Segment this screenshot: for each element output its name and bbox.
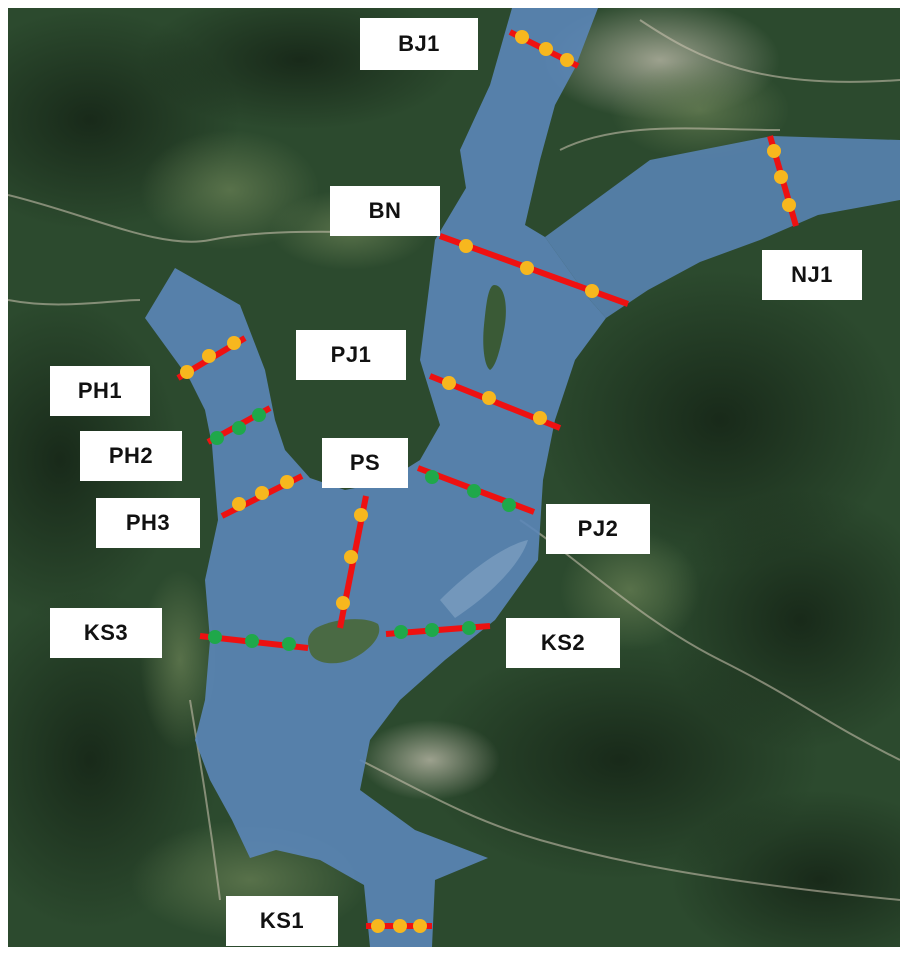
sampling-point-ks2-3 bbox=[462, 621, 476, 635]
river-branch-nj1 bbox=[545, 136, 900, 318]
label-ph1: PH1 bbox=[50, 366, 150, 416]
sampling-point-bj1-2 bbox=[539, 42, 553, 56]
sampling-point-ph3-2 bbox=[255, 486, 269, 500]
sampling-point-ph3-3 bbox=[280, 475, 294, 489]
label-ks3: KS3 bbox=[50, 608, 162, 658]
sampling-point-ks1-2 bbox=[393, 919, 407, 933]
sampling-point-ph2-1 bbox=[210, 431, 224, 445]
sampling-point-ks2-2 bbox=[425, 623, 439, 637]
sampling-point-ks3-2 bbox=[245, 634, 259, 648]
sampling-point-ph1-2 bbox=[202, 349, 216, 363]
label-bn: BN bbox=[330, 186, 440, 236]
sampling-point-ks1-3 bbox=[413, 919, 427, 933]
sampling-point-pj1-1 bbox=[442, 376, 456, 390]
river-main bbox=[145, 8, 606, 947]
sampling-point-ks3-1 bbox=[208, 630, 222, 644]
sampling-point-nj1-2 bbox=[774, 170, 788, 184]
label-ks1: KS1 bbox=[226, 896, 338, 946]
label-ks2: KS2 bbox=[506, 618, 620, 668]
sampling-point-bj1-1 bbox=[515, 30, 529, 44]
sampling-point-bj1-3 bbox=[560, 53, 574, 67]
sampling-point-ph2-2 bbox=[232, 421, 246, 435]
label-ph3: PH3 bbox=[96, 498, 200, 548]
sampling-point-ph1-3 bbox=[227, 336, 241, 350]
terrain-texture bbox=[8, 8, 900, 947]
label-ph2: PH2 bbox=[80, 431, 182, 481]
sampling-point-nj1-3 bbox=[782, 198, 796, 212]
sampling-point-nj1-1 bbox=[767, 144, 781, 158]
sampling-point-pj2-2 bbox=[467, 484, 481, 498]
sampling-point-ph2-3 bbox=[252, 408, 266, 422]
sampling-point-ps-3 bbox=[336, 596, 350, 610]
sampling-point-pj1-2 bbox=[482, 391, 496, 405]
sampling-point-ps-2 bbox=[344, 550, 358, 564]
sampling-point-bn-1 bbox=[459, 239, 473, 253]
transects-layer bbox=[176, 29, 799, 933]
sampling-point-ps-1 bbox=[354, 508, 368, 522]
sampling-point-pj1-3 bbox=[533, 411, 547, 425]
sampling-point-ph3-1 bbox=[232, 497, 246, 511]
island-bn bbox=[483, 285, 506, 370]
sampling-point-pj2-1 bbox=[425, 470, 439, 484]
label-ps: PS bbox=[322, 438, 408, 488]
sampling-point-pj2-3 bbox=[502, 498, 516, 512]
satellite-map: BJ1 BN NJ1 PJ1 PH1 PH2 PS PJ2 PH3 KS3 KS… bbox=[8, 8, 900, 947]
shoal bbox=[440, 540, 528, 618]
label-bj1: BJ1 bbox=[360, 18, 478, 70]
sampling-point-bn-2 bbox=[520, 261, 534, 275]
sampling-point-ks3-3 bbox=[282, 637, 296, 651]
sampling-point-bn-3 bbox=[585, 284, 599, 298]
sampling-point-ks1-1 bbox=[371, 919, 385, 933]
label-pj1: PJ1 bbox=[296, 330, 406, 380]
label-nj1: NJ1 bbox=[762, 250, 862, 300]
island-ks bbox=[308, 619, 380, 664]
sampling-point-ks2-1 bbox=[394, 625, 408, 639]
map-canvas bbox=[8, 8, 900, 947]
label-pj2: PJ2 bbox=[546, 504, 650, 554]
sampling-point-ph1-1 bbox=[180, 365, 194, 379]
